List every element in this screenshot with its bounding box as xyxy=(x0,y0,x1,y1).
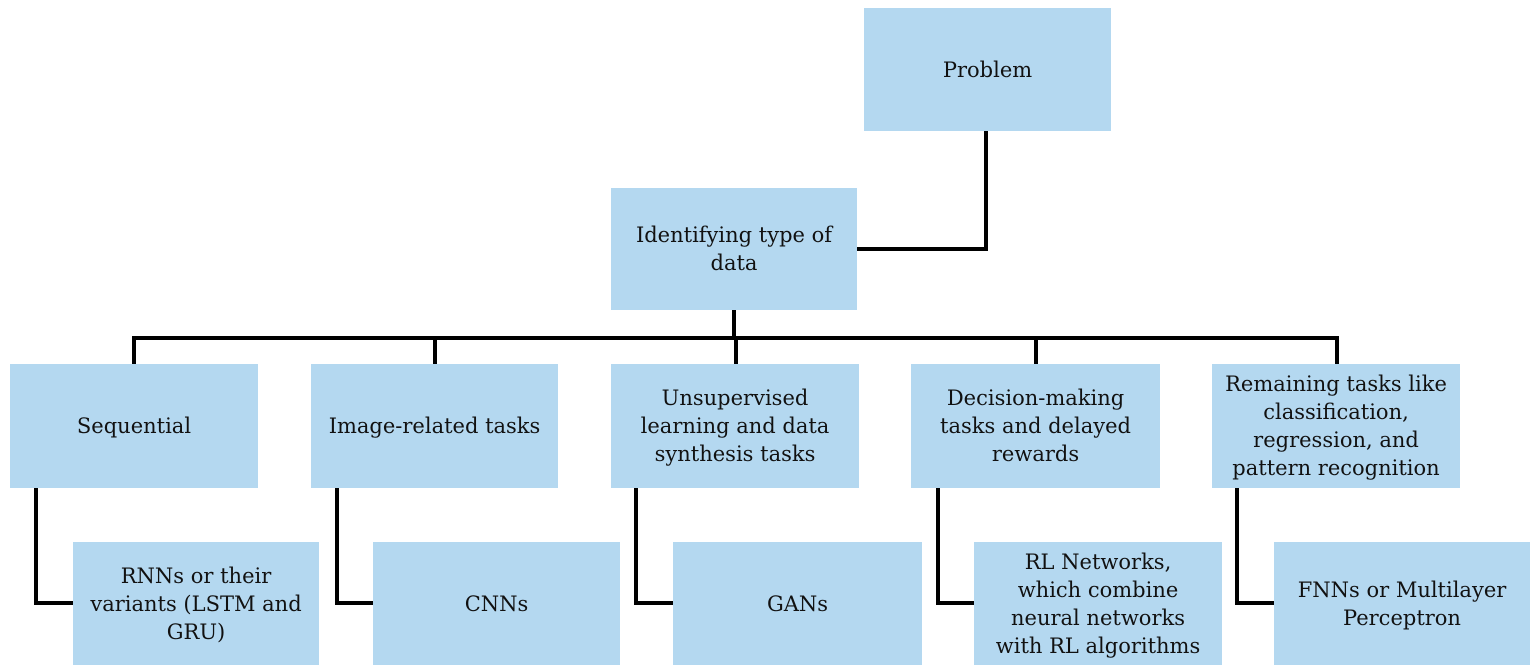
connector-problem-identify xyxy=(857,131,988,251)
connector-image-cnn xyxy=(335,488,373,605)
connector-remaining-fnn xyxy=(1235,488,1274,605)
connector-unsupervised-gan xyxy=(634,488,673,605)
node-rnns: RNNs or their variants (LSTM and GRU) xyxy=(73,542,319,665)
connector-sequential-rnn xyxy=(34,488,73,605)
node-image-related-tasks: Image-related tasks xyxy=(311,364,558,488)
node-rl-networks: RL Networks, which combine neural networ… xyxy=(974,542,1222,665)
node-decision-making: Decision-making tasks and delayed reward… xyxy=(911,364,1160,488)
connector-decision-rl xyxy=(936,488,974,605)
node-unsupervised-learning: Unsupervised learning and data synthesis… xyxy=(611,364,859,488)
node-fnns: FNNs or Multilayer Perceptron xyxy=(1274,542,1530,665)
node-gans: GANs xyxy=(673,542,922,665)
node-remaining-tasks: Remaining tasks like classification, reg… xyxy=(1212,364,1460,488)
node-cnns: CNNs xyxy=(373,542,620,665)
node-problem: Problem xyxy=(864,8,1111,131)
node-identifying-type-of-data: Identifying type of data xyxy=(611,188,857,310)
node-sequential: Sequential xyxy=(10,364,258,488)
